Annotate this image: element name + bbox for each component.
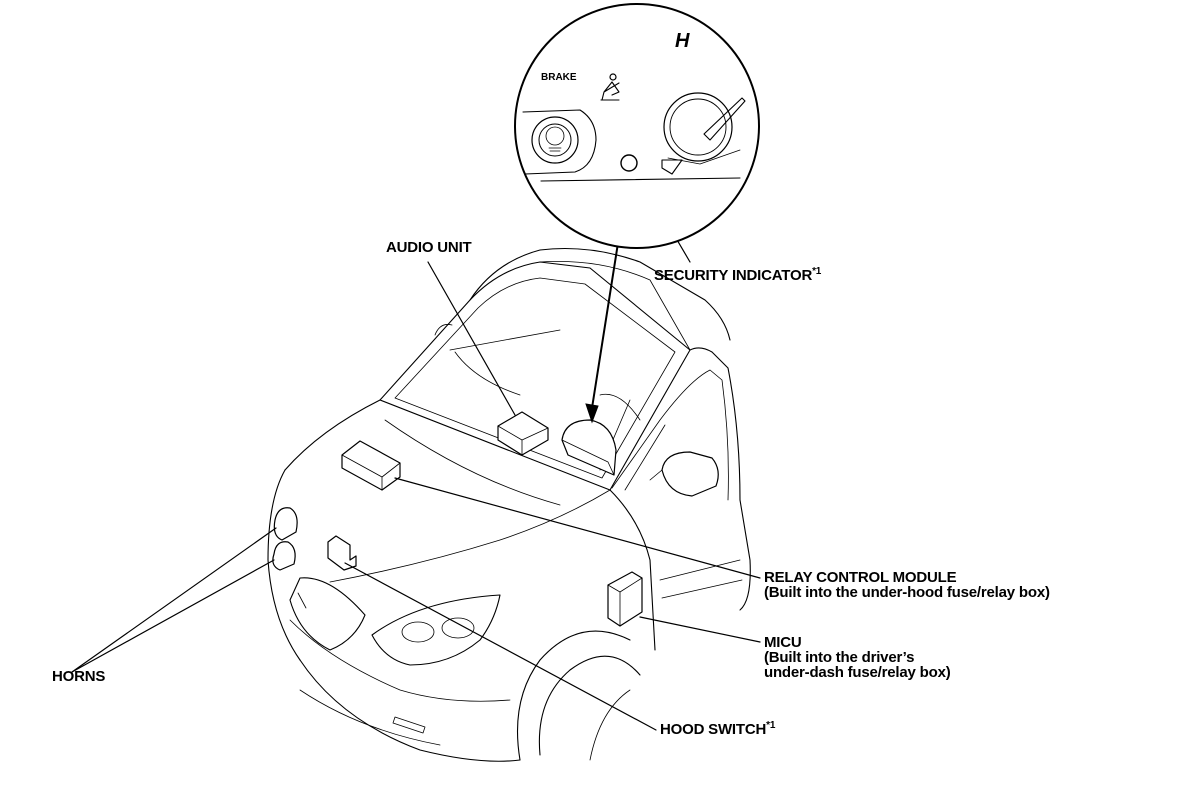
car-body [267, 247, 751, 762]
micu-detail-line1: (Built into the driver’s [764, 649, 915, 666]
hood-switch-footnote: *1 [766, 720, 776, 731]
micu-label: MICU (Built into the driver’s under-dash… [764, 635, 951, 680]
leader-lines [71, 167, 761, 731]
micu-box [607, 571, 643, 627]
micu-detail-line2: under-dash fuse/relay box) [764, 664, 951, 681]
instrument-cluster [561, 419, 617, 476]
audio-unit-label: AUDIO UNIT [386, 240, 472, 255]
horns-text: HORNS [52, 668, 106, 685]
relay-control-module-box [341, 440, 401, 491]
horns-label: HORNS [52, 669, 105, 684]
inset-corner-letter: H [675, 30, 690, 52]
instrument-panel-inset [514, 3, 760, 249]
horns [272, 507, 298, 571]
hood-switch-text: HOOD SWITCH [660, 721, 767, 738]
brake-label: BRAKE [541, 72, 577, 83]
seatbelt-warning-icon [600, 73, 620, 101]
relay-control-module-detail: (Built into the under-hood fuse/relay bo… [764, 584, 1050, 601]
audio-unit-box [497, 411, 549, 456]
security-indicator-footnote: *1 [812, 266, 822, 277]
audio-unit-text: AUDIO UNIT [386, 239, 472, 256]
security-indicator-text: SECURITY INDICATOR [654, 267, 813, 284]
relay-control-module-label: RELAY CONTROL MODULE (Built into the und… [764, 570, 1050, 600]
hood-switch-box [327, 535, 357, 571]
security-indicator-label: SECURITY INDICATOR*1 [654, 266, 822, 284]
hood-switch-label: HOOD SWITCH*1 [660, 720, 776, 738]
relay-control-module-text: RELAY CONTROL MODULE [764, 569, 957, 586]
micu-text: MICU [764, 634, 802, 651]
